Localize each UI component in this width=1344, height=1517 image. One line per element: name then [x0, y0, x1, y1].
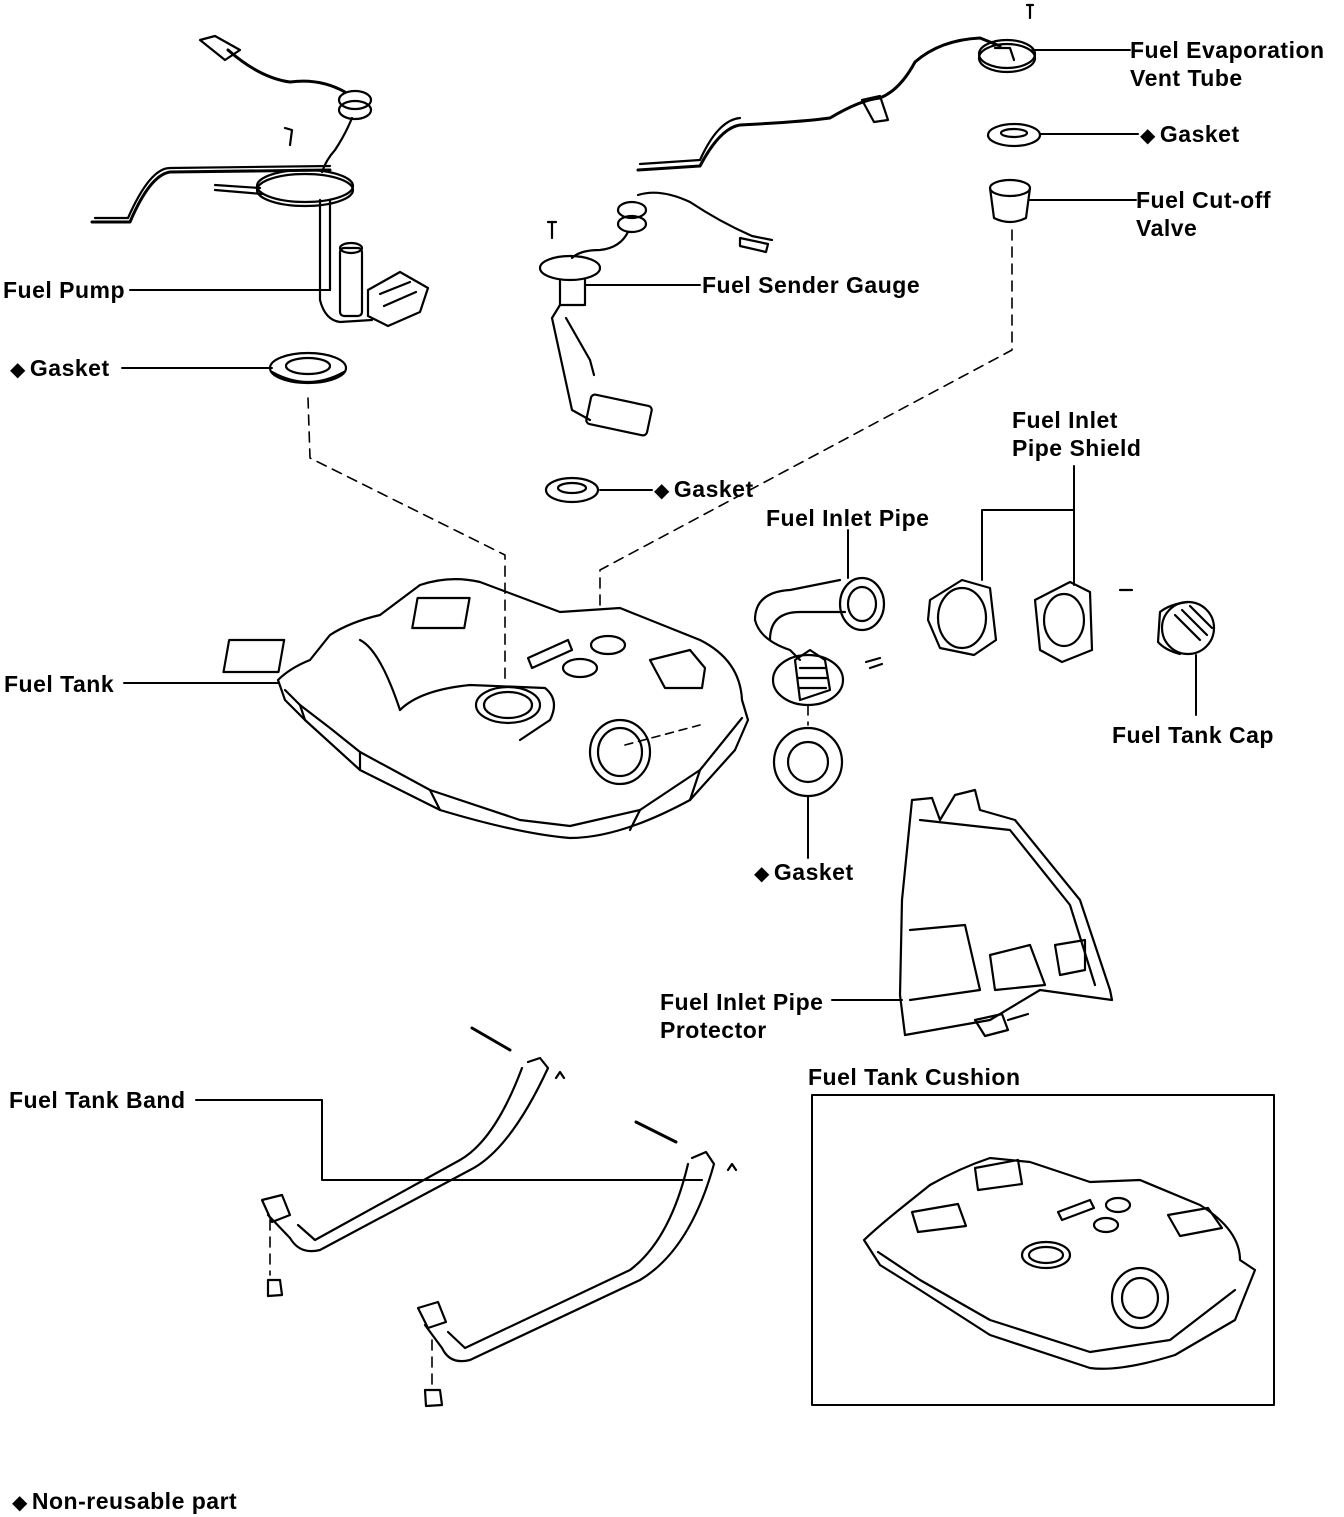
label-fuel-cutoff-valve: Fuel Cut-off Valve: [1136, 186, 1271, 242]
leader-lines: [121, 49, 1197, 1181]
fuel-tank-part: [222, 578, 750, 840]
fuel-inlet-pipe-part: [753, 576, 886, 707]
label-fuel-inlet-pipe: Fuel Inlet Pipe: [766, 505, 930, 531]
non-reusable-diamond-icon: ◆: [654, 480, 670, 502]
label-line: Valve: [1136, 215, 1198, 241]
label-line: Fuel Evaporation: [1130, 37, 1325, 63]
fuel-sender-gauge-assembly: [538, 191, 774, 437]
gasket-sender-part: [544, 476, 600, 504]
label-line: Protector: [660, 1017, 767, 1043]
label-fuel-inlet-pipe-shield: Fuel Inlet Pipe Shield: [1012, 406, 1141, 462]
label-fuel-tank-band: Fuel Tank Band: [9, 1087, 186, 1113]
fuel-evaporation-vent-tube-part: [636, 3, 1037, 172]
fuel-cutoff-valve-part: [988, 178, 1032, 224]
label-fuel-pump: Fuel Pump: [3, 277, 126, 303]
non-reusable-diamond-icon: ◆: [12, 1492, 28, 1514]
non-reusable-diamond-icon: ◆: [1140, 125, 1156, 147]
label-fuel-evaporation-vent-tube: Fuel Evaporation Vent Tube: [1130, 36, 1325, 92]
fuel-tank-band-part: [260, 1026, 738, 1408]
assembly-lines: [269, 229, 1013, 1389]
label-text: Gasket: [773, 859, 854, 885]
label-fuel-tank-cushion: Fuel Tank Cushion: [808, 1064, 1021, 1090]
label-gasket-sender: ◆Gasket: [654, 475, 754, 505]
label-line: Vent Tube: [1130, 65, 1243, 91]
non-reusable-diamond-icon: ◆: [10, 359, 26, 381]
label-gasket-pump: ◆Gasket: [10, 354, 110, 384]
fuel-tank-cap-part: [1156, 600, 1216, 656]
gasket-inlet-part: [772, 726, 844, 798]
label-text: Gasket: [673, 476, 754, 502]
fuel-pump-assembly: [90, 34, 430, 328]
label-line: Fuel Cut-off: [1136, 187, 1272, 213]
label-fuel-inlet-pipe-protector: Fuel Inlet Pipe Protector: [660, 988, 823, 1044]
label-fuel-tank-cap: Fuel Tank Cap: [1112, 722, 1274, 748]
non-reusable-diamond-icon: ◆: [754, 863, 770, 885]
fuel-tank-cushion-panel: [811, 1094, 1275, 1406]
gasket-vent-part: [986, 122, 1042, 148]
label-text: Gasket: [1159, 121, 1240, 147]
label-fuel-sender-gauge: Fuel Sender Gauge: [702, 272, 921, 298]
fuel-inlet-pipe-protector-part: [898, 788, 1114, 1038]
label-gasket-inlet: ◆Gasket: [754, 858, 854, 888]
label-gasket-vent: ◆Gasket: [1140, 120, 1240, 150]
gasket-pump-part: [268, 351, 348, 385]
fuel-inlet-pipe-shield-part: [926, 578, 1134, 664]
label-fuel-tank: Fuel Tank: [4, 671, 115, 697]
label-line: Fuel Inlet: [1012, 407, 1118, 433]
label-line: Fuel Inlet Pipe: [660, 989, 824, 1015]
legend-text: Non-reusable part: [31, 1488, 238, 1514]
label-text: Gasket: [29, 355, 110, 381]
label-line: Pipe Shield: [1012, 435, 1142, 461]
legend-non-reusable: ◆Non-reusable part: [12, 1487, 237, 1517]
